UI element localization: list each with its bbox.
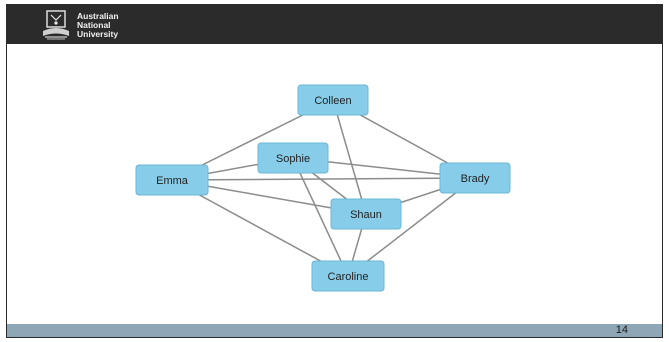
edge-emma-brady [171,177,476,181]
node-shaun: Shaun [330,198,402,230]
node-box-sophie [257,142,329,174]
node-colleen: Colleen [297,84,369,116]
edge-emma-caroline [171,179,349,277]
node-label-brady: Brady [461,173,490,185]
node-box-caroline [311,260,385,292]
edge-sophie-caroline [292,157,349,277]
node-box-emma [135,164,209,196]
edge-brady-caroline [347,177,476,277]
anu-logo: Australian National University [41,8,119,42]
node-label-emma: Emma [156,175,189,187]
logo-line-2: National [77,19,111,30]
node-box-shaun [330,198,402,230]
logo-wordmark: Australian National University [77,10,119,39]
footer-bar: 14 [7,324,662,337]
node-label-shaun: Shaun [350,209,382,221]
node-emma: Emma [135,164,209,196]
node-label-colleen: Colleen [314,95,351,107]
node-caroline: Caroline [311,260,385,292]
page-number: 14 [615,324,628,336]
node-sophie: Sophie [257,142,329,174]
node-brady: Brady [439,162,511,194]
node-box-brady [439,162,511,194]
node-box-colleen [297,84,369,116]
crest-icon [43,10,69,40]
header-bar: Australian National University [7,5,662,44]
edge-colleen-shaun [332,99,367,215]
edges-layer [171,99,476,277]
logo-line-3: University [77,28,119,39]
node-label-caroline: Caroline [328,271,369,283]
logo-line-1: Australian [77,10,119,21]
node-label-sophie: Sophie [276,153,310,165]
